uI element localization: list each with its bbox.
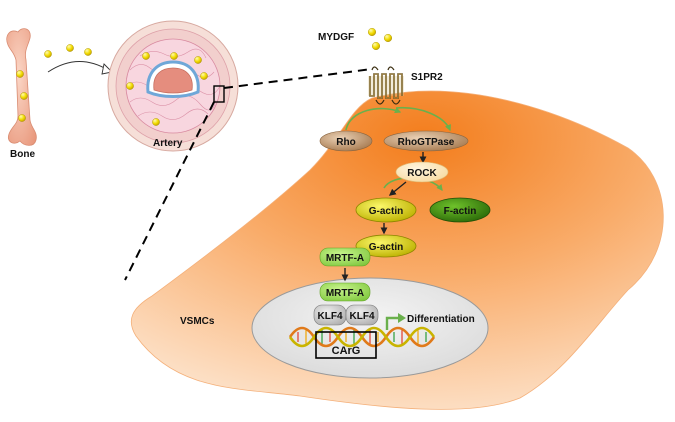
bone-particles <box>16 70 28 122</box>
rho-node <box>319 130 373 152</box>
mydgf-particles <box>368 28 393 51</box>
rhogtpase-node <box>383 130 469 152</box>
rhogtpase-label: RhoGTPase <box>398 137 455 148</box>
zoom-line-bottom <box>124 101 215 281</box>
mrtf-a-label-1: MRTF-A <box>326 253 364 264</box>
differentiation-label: Differentiation <box>407 314 475 325</box>
vsmcs-label: VSMCs <box>180 316 215 327</box>
artery-particles <box>126 52 208 126</box>
differentiation-arrow <box>385 316 400 330</box>
carg-label: CArG <box>332 345 361 357</box>
f-actin-label: F-actin <box>444 206 477 217</box>
bone-to-artery-arrow <box>47 61 109 73</box>
bone-illustration <box>6 28 37 146</box>
zoom-region-box <box>213 85 225 103</box>
g-actin-label-1: G-actin <box>369 206 403 217</box>
g-actin-label-2: G-actin <box>369 242 403 253</box>
klf4-label-1: KLF4 <box>318 311 343 322</box>
mrtf-a-node-1 <box>319 247 371 267</box>
g-actin-node-2 <box>355 234 417 258</box>
s1pr2-receptor <box>368 66 404 105</box>
arrow-rock-gactin <box>388 181 407 196</box>
migrating-particles <box>44 44 92 58</box>
f-actin-node <box>429 197 491 223</box>
differentiation-arrowhead <box>398 313 406 323</box>
g-actin-node-1 <box>355 197 417 223</box>
klf4-label-2: KLF4 <box>350 311 375 322</box>
mrtf-a-node-2 <box>319 282 371 302</box>
bone-label: Bone <box>10 149 35 160</box>
carg-box <box>315 331 377 359</box>
klf4-node-2 <box>345 304 379 326</box>
mrtf-a-label-2: MRTF-A <box>326 288 364 299</box>
mydgf-label: MYDGF <box>318 32 354 43</box>
rock-node <box>395 161 449 183</box>
s1pr2-label: S1PR2 <box>411 72 443 83</box>
rho-label: Rho <box>336 137 355 148</box>
rock-label: ROCK <box>407 168 437 179</box>
zoom-line-top <box>223 68 373 89</box>
artery-label: Artery <box>153 138 183 149</box>
